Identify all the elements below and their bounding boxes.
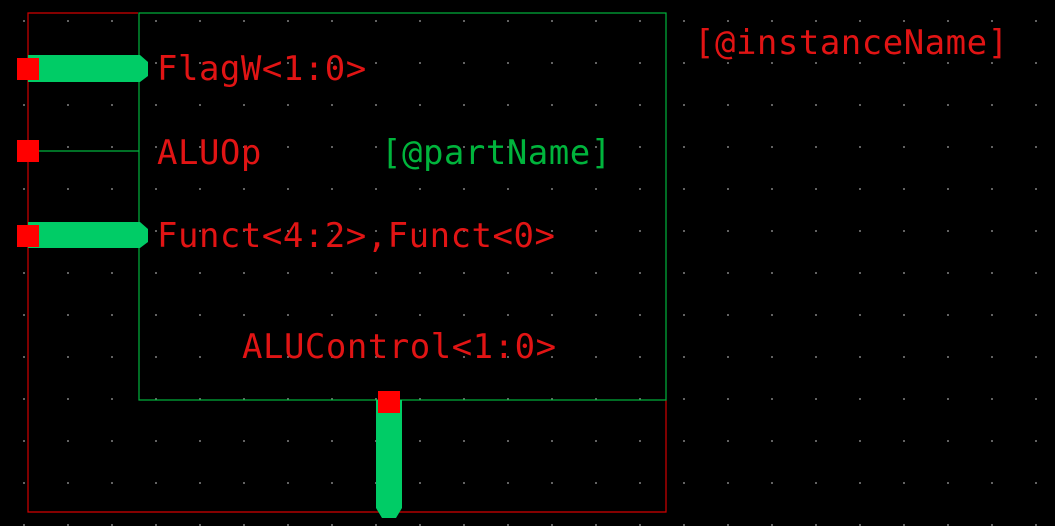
pin-label-alucontrol: ALUControl<1:0> bbox=[242, 327, 557, 367]
pin-square-flagw[interactable] bbox=[17, 58, 39, 80]
instance-name-label: [@instanceName] bbox=[694, 23, 1009, 63]
pin-square-aluop[interactable] bbox=[17, 140, 39, 162]
pin-stub-flagw[interactable] bbox=[28, 55, 148, 82]
pin-stub-alucontrol[interactable] bbox=[376, 400, 402, 518]
symbol-boundary-box bbox=[27, 12, 667, 513]
pin-label-funct: Funct<4:2>,Funct<0> bbox=[157, 216, 556, 256]
pin-label-flagw: FlagW<1:0> bbox=[157, 49, 367, 89]
pin-label-aluop: ALUOp bbox=[157, 133, 262, 173]
pin-square-funct[interactable] bbox=[17, 225, 39, 247]
pin-stub-funct[interactable] bbox=[28, 222, 148, 248]
pin-square-alucontrol[interactable] bbox=[378, 391, 400, 413]
symbol-body-rect bbox=[138, 12, 667, 401]
part-name-label: [@partName] bbox=[381, 133, 612, 173]
